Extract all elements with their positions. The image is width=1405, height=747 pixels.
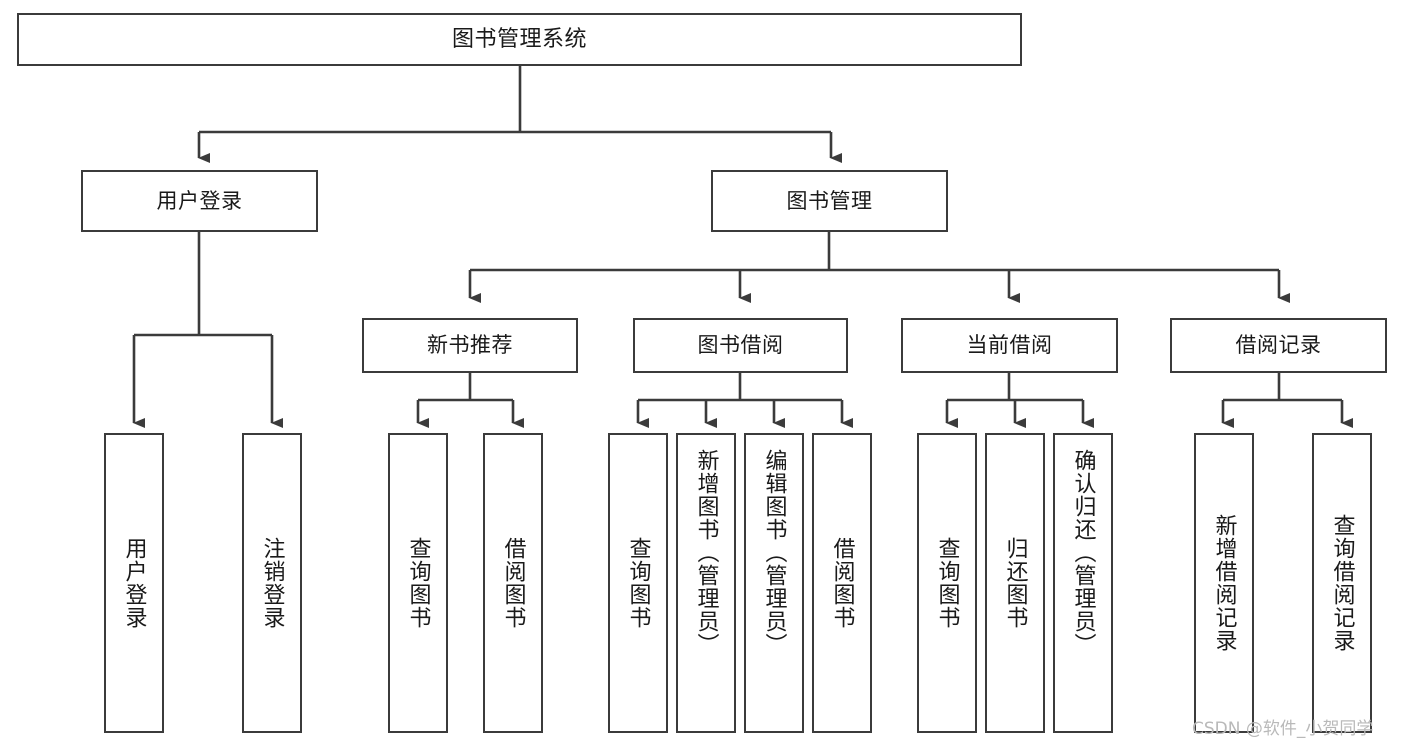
- node-leaf-borrow-book-1[interactable]: 借阅图书: [483, 433, 543, 733]
- node-leaf-borrow-book-1-label: 借阅图书: [500, 537, 526, 629]
- node-new-book-rec[interactable]: 新书推荐: [362, 318, 578, 373]
- node-leaf-user-login[interactable]: 用户登录: [104, 433, 164, 733]
- node-leaf-logout-login[interactable]: 注销登录: [242, 433, 302, 733]
- node-leaf-borrow-book-2-label: 借阅图书: [829, 537, 855, 629]
- node-leaf-edit-book-label: 编辑图书（管理员）: [761, 449, 787, 656]
- node-leaf-query-book-1[interactable]: 查询图书: [388, 433, 448, 733]
- node-leaf-query-record-label: 查询借阅记录: [1329, 514, 1355, 652]
- node-leaf-return-book-label: 归还图书: [1002, 537, 1028, 629]
- node-user-login[interactable]: 用户登录: [81, 170, 318, 232]
- node-leaf-return-book[interactable]: 归还图书: [985, 433, 1045, 733]
- node-leaf-confirm-return-label: 确认归还（管理员）: [1070, 449, 1096, 656]
- node-leaf-query-record[interactable]: 查询借阅记录: [1312, 433, 1372, 733]
- node-leaf-borrow-book-2[interactable]: 借阅图书: [812, 433, 872, 733]
- node-borrow-record[interactable]: 借阅记录: [1170, 318, 1387, 373]
- node-leaf-add-record-label: 新增借阅记录: [1211, 514, 1237, 652]
- node-borrow-record-label: 借阅记录: [1235, 333, 1322, 358]
- node-root[interactable]: 图书管理系统: [17, 13, 1022, 66]
- node-current-borrow-label: 当前借阅: [966, 333, 1053, 358]
- node-leaf-query-book-3-label: 查询图书: [934, 537, 960, 629]
- node-root-label: 图书管理系统: [451, 26, 587, 52]
- node-book-manage-label: 图书管理: [786, 188, 873, 213]
- node-leaf-edit-book[interactable]: 编辑图书（管理员）: [744, 433, 804, 733]
- node-leaf-confirm-return[interactable]: 确认归还（管理员）: [1053, 433, 1113, 733]
- node-leaf-add-book[interactable]: 新增图书（管理员）: [676, 433, 736, 733]
- node-leaf-query-book-1-label: 查询图书: [405, 537, 431, 629]
- node-leaf-add-book-label: 新增图书（管理员）: [693, 449, 719, 656]
- watermark-text: CSDN @软件_小贺同学: [1192, 719, 1374, 739]
- node-current-borrow[interactable]: 当前借阅: [901, 318, 1118, 373]
- node-leaf-logout-login-label: 注销登录: [259, 537, 285, 629]
- node-book-manage[interactable]: 图书管理: [711, 170, 948, 232]
- node-leaf-add-record[interactable]: 新增借阅记录: [1194, 433, 1254, 733]
- node-leaf-query-book-3[interactable]: 查询图书: [917, 433, 977, 733]
- node-leaf-query-book-2[interactable]: 查询图书: [608, 433, 668, 733]
- node-book-borrow-label: 图书借阅: [697, 333, 784, 358]
- node-new-book-rec-label: 新书推荐: [427, 333, 513, 358]
- node-book-borrow[interactable]: 图书借阅: [633, 318, 848, 373]
- node-leaf-user-login-label: 用户登录: [121, 537, 147, 629]
- node-leaf-query-book-2-label: 查询图书: [625, 537, 651, 629]
- node-user-login-label: 用户登录: [156, 188, 243, 213]
